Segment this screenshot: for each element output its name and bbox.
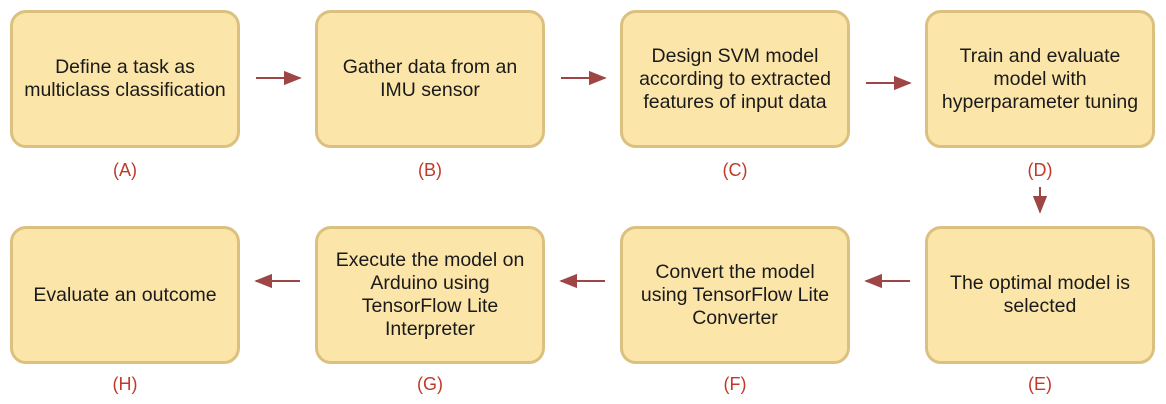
step-c-label: (C) [722, 160, 748, 180]
step-c-box: Design SVM model according to extracted … [620, 10, 850, 148]
step-h-label: (H) [112, 374, 138, 394]
step-a-text: Define a task as multiclass classificati… [24, 56, 226, 101]
step-f-box: Convert the model using TensorFlow Lite … [620, 226, 850, 364]
step-f-label: (F) [723, 374, 747, 394]
step-g-label: (G) [417, 374, 443, 394]
step-e-label: (E) [1028, 374, 1052, 394]
step-e-text: The optimal model is selected [950, 272, 1130, 317]
step-d-text: Train and evaluate model with hyperparam… [941, 44, 1139, 113]
step-d-box: Train and evaluate model with hyperparam… [925, 10, 1155, 148]
step-a-box: Define a task as multiclass classificati… [10, 10, 240, 148]
step-f-text: Convert the model using TensorFlow Lite … [640, 260, 830, 329]
step-b-box: Gather data from an IMU sensor [315, 10, 545, 148]
step-e-box: The optimal model is selected [925, 226, 1155, 364]
step-h-text: Evaluate an outcome [33, 283, 217, 306]
step-b-label: (B) [418, 160, 442, 180]
step-g-box: Execute the model on Arduino using Tenso… [315, 226, 545, 364]
step-a-label: (A) [113, 160, 137, 180]
step-h-box: Evaluate an outcome [10, 226, 240, 364]
step-g-text: Execute the model on Arduino using Tenso… [335, 249, 525, 340]
step-b-text: Gather data from an IMU sensor [342, 56, 518, 101]
step-c-text: Design SVM model according to extracted … [639, 44, 831, 113]
step-d-label: (D) [1027, 160, 1053, 180]
